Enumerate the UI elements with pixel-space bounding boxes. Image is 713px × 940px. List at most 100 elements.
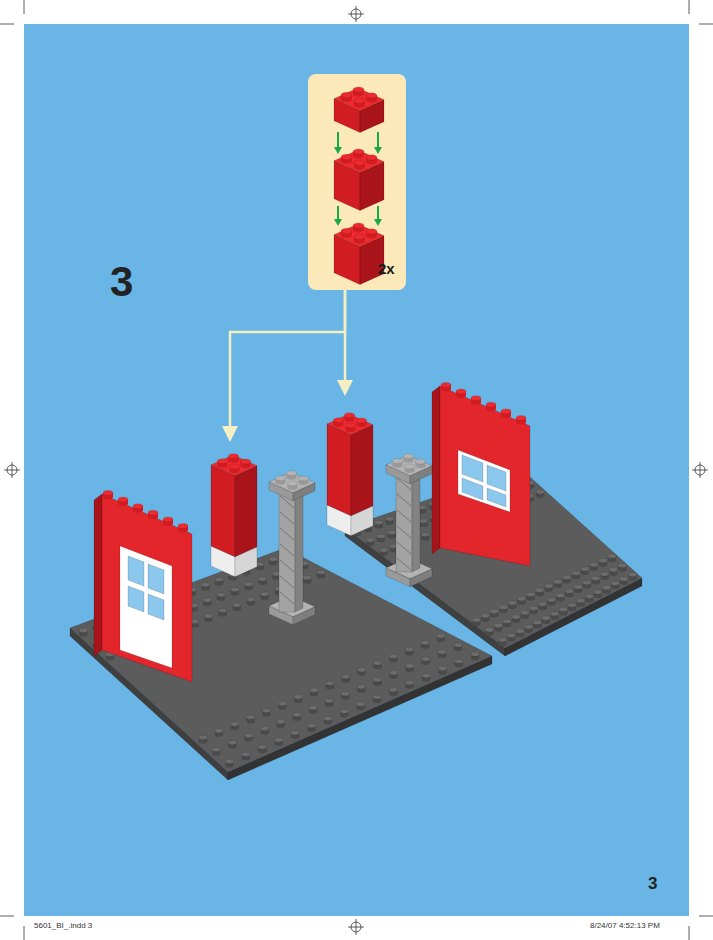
assembly-arrow	[377, 206, 379, 220]
stud-top	[585, 594, 593, 598]
stud-top	[535, 588, 543, 592]
stud-base	[387, 534, 395, 538]
stud-base	[389, 675, 397, 679]
stud-base	[317, 574, 325, 578]
stud-base	[307, 728, 315, 732]
stud-top	[204, 614, 212, 618]
stud-top	[373, 695, 381, 699]
stud-top	[544, 584, 552, 588]
stud-base	[106, 656, 114, 660]
wall-edge	[432, 386, 440, 554]
stud-base	[585, 598, 593, 602]
stud-top	[218, 459, 228, 464]
stud-base	[554, 584, 562, 588]
stud-top	[118, 497, 128, 502]
stud-base	[472, 622, 480, 626]
stud-top	[563, 575, 571, 579]
stud-top	[576, 599, 584, 603]
stud-top	[533, 620, 541, 624]
stud-top	[517, 597, 525, 601]
stud-top	[628, 572, 636, 576]
pylon-mast	[279, 490, 295, 612]
stud-top	[354, 98, 365, 104]
stud-base	[503, 623, 511, 627]
stud-top	[416, 459, 426, 464]
stud-base	[590, 567, 598, 571]
stud-top	[366, 93, 377, 99]
truss	[397, 526, 411, 538]
stud-top	[611, 581, 619, 585]
stud-top	[341, 228, 352, 234]
stud-top	[389, 688, 397, 692]
stud-top	[441, 383, 451, 388]
assembly-arrow	[337, 132, 339, 148]
stud-base	[533, 624, 541, 628]
stud-base	[303, 580, 311, 584]
stud-base	[620, 581, 628, 585]
stud-base	[405, 685, 413, 689]
assembly-arrowhead	[334, 219, 342, 226]
stud-base	[342, 678, 350, 682]
stud-top	[262, 708, 270, 712]
stud-base	[521, 615, 529, 619]
stud-base	[530, 610, 538, 614]
stud-base	[568, 607, 576, 611]
quantity-label: 2x	[378, 260, 395, 277]
stud-top	[499, 605, 507, 609]
assembly-arrowhead	[334, 147, 342, 154]
stud-top	[215, 729, 223, 733]
callout-panel: 2x	[308, 74, 406, 290]
stud-top	[357, 685, 365, 689]
stud-base	[204, 618, 212, 622]
stud-top	[244, 733, 252, 737]
stud-top	[592, 576, 600, 580]
stud-base	[600, 576, 608, 580]
wall-face	[102, 494, 192, 682]
stud-top	[199, 736, 207, 740]
stud-top	[230, 464, 240, 469]
stud-base	[599, 562, 607, 566]
stud-base	[547, 602, 555, 606]
stud-base	[377, 538, 385, 542]
stud-base	[275, 742, 283, 746]
stud-top	[609, 568, 617, 572]
stud-base	[379, 552, 387, 556]
stud-top	[486, 402, 496, 407]
pylon	[386, 454, 432, 587]
stud-base	[594, 594, 602, 598]
stud-top	[422, 673, 430, 677]
stud-top	[291, 731, 299, 735]
stud-base	[340, 713, 348, 717]
stud-top	[405, 464, 415, 469]
stud-base	[373, 682, 381, 686]
stud-top	[490, 609, 498, 613]
stud-top	[590, 563, 598, 567]
stud-top	[317, 570, 325, 574]
stud-top	[526, 592, 534, 596]
stud-base	[481, 618, 489, 622]
stud-base	[373, 699, 381, 703]
stud-top	[133, 504, 143, 509]
stud-base	[438, 670, 446, 674]
truss	[280, 560, 294, 572]
stud-top	[260, 727, 268, 731]
stud-base	[602, 590, 610, 594]
stud-base	[366, 542, 374, 546]
stud-top	[389, 654, 397, 658]
stud-base	[471, 656, 479, 660]
stud-base	[536, 494, 544, 498]
stud-base	[217, 597, 225, 601]
stud-top	[217, 593, 225, 597]
stud-base	[608, 558, 616, 562]
stud-top	[536, 490, 544, 494]
stud-top	[366, 229, 377, 235]
stud-base	[574, 589, 582, 593]
stud-top	[261, 592, 269, 596]
stud-base	[277, 724, 285, 728]
stud-base	[565, 593, 573, 597]
stud-top	[287, 471, 297, 476]
stud-base	[508, 605, 516, 609]
stud-top	[215, 577, 223, 581]
stud-top	[379, 548, 387, 552]
stud-top	[530, 606, 538, 610]
